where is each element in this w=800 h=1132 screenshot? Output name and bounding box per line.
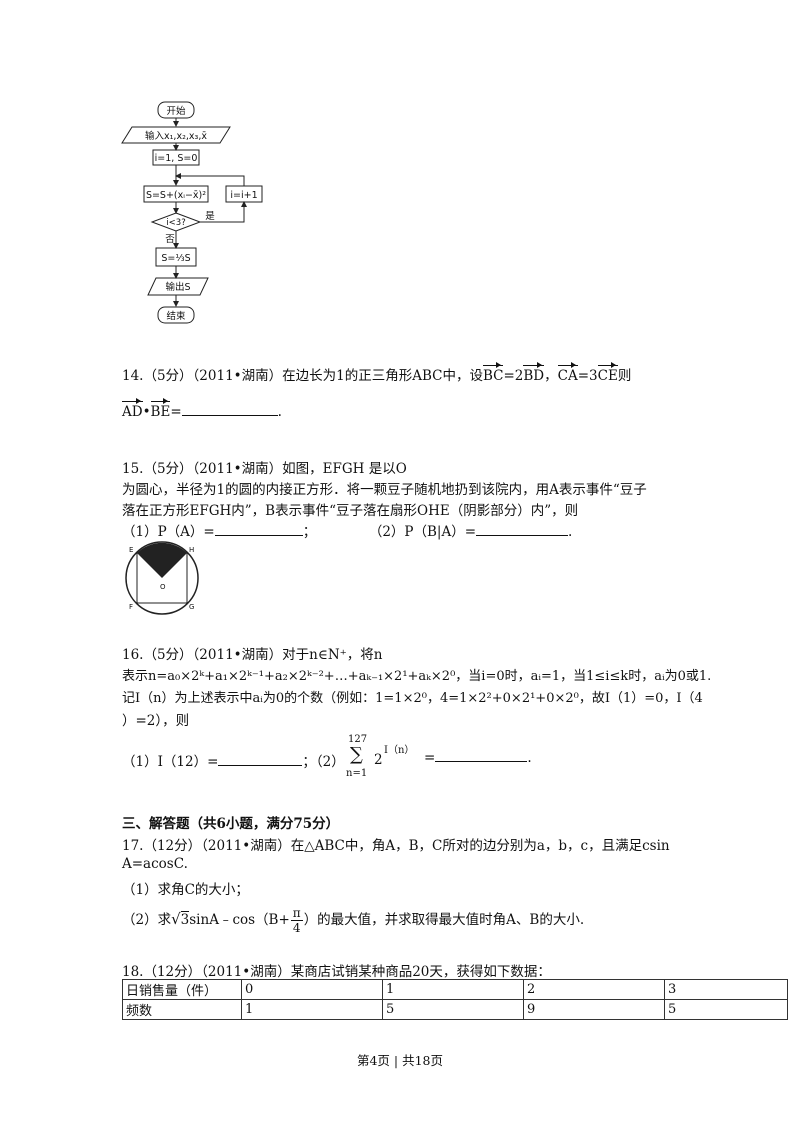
label-e: E (129, 546, 133, 554)
q17-line1: 17.（12分）（2011•湖南）在△ABC中，角A，B，C所对的边分别为a，b… (122, 838, 670, 854)
q15-part2-blank[interactable] (476, 535, 569, 536)
q17-part2-prefix: （2）求 (122, 912, 172, 928)
q15-line1: 15.（5分）（2011•湖南）如图，EFGH 是以O (122, 461, 407, 477)
q14-period: . (277, 404, 282, 420)
table-cell: 3 (664, 979, 788, 1000)
q14-line1: 14.（5分）（2011•湖南）在边长为1的正三角形ABC中，设BC=2BD，C… (122, 362, 632, 384)
q17-sqrt-num: 3 (180, 911, 190, 928)
q16-line4: ）=2），则 (122, 713, 190, 729)
q16-part2-blank[interactable] (435, 761, 528, 762)
flow-output-label: 输出S (165, 281, 190, 293)
flow-accumulate-label: S=S+(xᵢ−x̄)² (146, 190, 206, 201)
flow-condition-label: i<3? (166, 218, 185, 228)
table-cell: 1 (241, 999, 383, 1020)
q15-part2-end: . (568, 524, 573, 540)
flow-divide-label: S=⅓S (161, 253, 190, 264)
flow-start-label: 开始 (166, 105, 186, 117)
section-3-title: 三、解答题（共6小题，满分75分） (122, 816, 340, 832)
q15-line3: 落在正方形EFGH内”，B表示事件“豆子落在扇形OHE（阴影部分）内”，则 (122, 503, 579, 519)
q14-dot: • (142, 404, 151, 420)
q16-line3: 记I（n）为上述表示中aᵢ为0的个数（例如：1=1×2⁰，4=1×2²+0×2¹… (122, 691, 703, 706)
q14-line2: AD•BE=. (122, 398, 282, 420)
q17-part2-mid: sinA﹣cos（B+ (189, 912, 290, 928)
flowchart-figure: 开始 输入x₁,x₂,x₃,x̄ i=1, S=0 S=S+(xᵢ−x̄)² i… (121, 101, 263, 324)
q14-comma: ， (544, 368, 558, 384)
flow-init-label: i=1, S=0 (155, 153, 198, 164)
q15-part1-label: （1）P（A）= (122, 524, 215, 540)
flow-yes-label: 是 (205, 211, 215, 222)
vector-ce: CE (597, 362, 619, 384)
q16-sum-sign: ∑ (350, 744, 363, 765)
q17-part1: （1）求角C的大小； (122, 882, 249, 898)
table-cell: 5 (382, 999, 524, 1020)
q15-part2-label: （2）P（B|A）= (368, 524, 477, 540)
q16-sum-term: 2 (374, 752, 383, 768)
q16-line1: 16.（5分）（2011•湖南）对于n∈N⁺，将n (122, 647, 383, 663)
q15-parts: （1）P（A）= ； （2）P（B|A）=. (122, 520, 572, 540)
table-cell: 频数 (122, 999, 242, 1020)
q14-then: 则 (617, 368, 632, 384)
vector-be: BE (150, 398, 171, 420)
page-footer: 第4页 | 共18页 (356, 1053, 444, 1068)
flow-end-box (157, 306, 195, 324)
q15-line2: 为圆心，半径为1的圆的内接正方形．将一颗豆子随机地扔到该院内，用A表示事件“豆子 (122, 482, 647, 498)
q16-part2: =. (424, 750, 532, 766)
table-cell: 5 (664, 999, 788, 1020)
flow-no-label: 否 (165, 234, 175, 245)
table-row: 日销售量（件） 0 1 2 3 (122, 979, 788, 1000)
q18-line1: 18.（12分）（2011•湖南）某商店试销某种商品20天，获得如下数据： (122, 964, 551, 980)
vector-ad: AD (122, 398, 143, 420)
label-h: H (189, 546, 194, 554)
q17-part2-suffix: ）的最大值，并求取得最大值时角A、B的大小. (303, 912, 585, 928)
vector-ca: CA (557, 362, 578, 384)
q18-data-table: 日销售量（件） 0 1 2 3 频数 1 5 9 5 (122, 979, 788, 1020)
vector-bd: BD (523, 362, 545, 384)
flow-input-box (121, 126, 231, 144)
q16-part1-label: （1）I（12）= (122, 754, 219, 770)
q16-parts: （1）I（12）= ；（2） (122, 750, 345, 770)
sqrt-icon: √ (171, 910, 181, 928)
table-row: 频数 1 5 9 5 (122, 999, 788, 1020)
q14-answer-blank[interactable] (181, 415, 278, 416)
q16-part1-end: ；（2） (302, 754, 345, 770)
table-cell: 日销售量（件） (122, 979, 242, 1000)
table-cell: 9 (523, 999, 665, 1020)
q17-frac-den: 4 (292, 921, 301, 935)
flow-end-label: 结束 (166, 310, 186, 322)
flow-input-label: 输入x₁,x₂,x₃,x̄ (145, 130, 207, 142)
q17-line2: A=acosC. (122, 856, 188, 872)
q15-circle-figure: E H O F G (125, 541, 199, 615)
q16-part2-end: . (527, 750, 532, 766)
q16-sum-lower: n=1 (346, 768, 368, 779)
q14-intro: 14.（5分）（2011•湖南）在边长为1的正三角形ABC中，设 (122, 368, 483, 384)
table-cell: 0 (241, 979, 383, 1000)
q16-sum-exp: I（n） (384, 745, 415, 756)
q16-sum-upper: 127 (348, 734, 368, 745)
q17-frac-num: π (290, 906, 303, 921)
vector-bc: BC (482, 362, 504, 384)
q14-eq3: =3 (577, 368, 598, 384)
table-cell: 1 (382, 979, 524, 1000)
table-cell: 2 (523, 979, 665, 1000)
label-g: G (189, 603, 194, 611)
label-f: F (129, 603, 133, 611)
flow-increment-label: i=i+1 (230, 190, 257, 201)
q14-eq: = (170, 404, 182, 420)
q15-part1-end: ； (302, 524, 317, 540)
flow-output-box (147, 277, 209, 296)
label-o: O (160, 583, 166, 591)
q16-part2-eq: = (424, 750, 436, 766)
q14-eq2: =2 (503, 368, 524, 384)
q16-part1-blank[interactable] (218, 765, 303, 766)
q15-part1-blank[interactable] (214, 535, 303, 536)
q16-line2: 表示n=a₀×2ᵏ+a₁×2ᵏ⁻¹+a₂×2ᵏ⁻²+…+aₖ₋₁×2¹+aₖ×2… (122, 669, 712, 684)
